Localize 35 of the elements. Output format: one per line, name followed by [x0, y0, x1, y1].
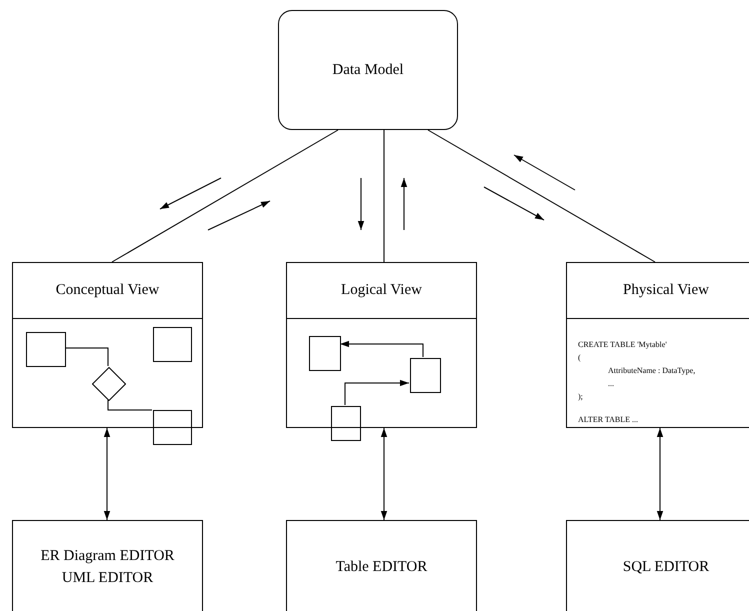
small-box	[410, 358, 441, 393]
connector	[108, 400, 152, 410]
small-box	[153, 327, 192, 362]
diamond-shape	[92, 367, 126, 401]
code-line: ALTER TABLE ...	[578, 415, 638, 424]
connector	[104, 428, 110, 520]
editor-label: SQL EDITOR	[622, 558, 710, 576]
code-line: (	[578, 353, 581, 362]
code-line: AttributeName : DataType,	[608, 366, 696, 375]
code-line: ...	[608, 379, 614, 388]
editor-label: UML EDITOR	[62, 568, 154, 588]
connector	[112, 130, 338, 262]
editor-box	[286, 520, 477, 611]
view-panel	[566, 262, 749, 428]
view-header: Logical View	[287, 263, 476, 319]
view-header: Conceptual View	[13, 263, 202, 319]
code-line: CREATE TABLE 'Mytable'	[578, 340, 667, 349]
box-label: Data Model	[332, 61, 404, 80]
small-box	[309, 336, 341, 371]
connector	[344, 380, 410, 406]
small-box	[331, 406, 361, 441]
connector	[340, 340, 424, 358]
editor-label: Table EDITOR	[336, 558, 428, 576]
editor-box	[12, 520, 203, 611]
small-box	[26, 332, 66, 367]
code-line: );	[578, 392, 583, 401]
view-header: Physical View	[567, 263, 749, 319]
connector	[380, 428, 388, 520]
connector	[64, 348, 108, 366]
connector	[428, 130, 656, 262]
editor-label: ER Diagram EDITOR	[40, 546, 174, 566]
connector	[656, 428, 664, 520]
process-box	[278, 10, 458, 130]
small-box	[153, 410, 192, 445]
editor-box	[566, 520, 749, 611]
